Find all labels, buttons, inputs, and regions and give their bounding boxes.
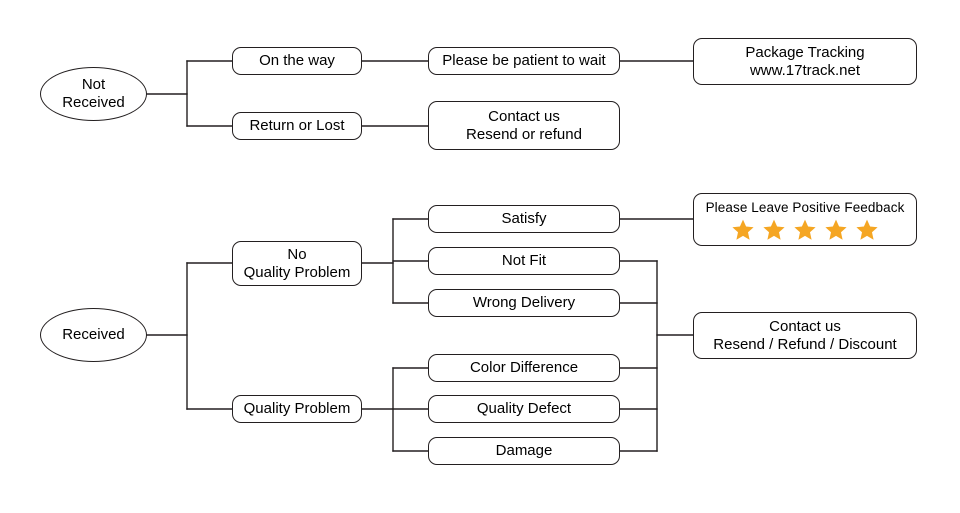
star-icon bbox=[825, 219, 847, 240]
node-wrong-delivery-label: Wrong Delivery bbox=[472, 294, 576, 312]
node-return-or-lost[interactable]: Return or Lost bbox=[232, 112, 362, 140]
star-rating[interactable] bbox=[731, 218, 879, 242]
node-package-tracking[interactable]: Package Tracking www.17track.net bbox=[693, 38, 917, 85]
node-contact-resend-refund-discount[interactable]: Contact us Resend / Refund / Discount bbox=[693, 312, 917, 359]
node-color-difference-label: Color Difference bbox=[469, 359, 579, 377]
node-package-tracking-line1: Package Tracking bbox=[745, 43, 865, 61]
node-contact-resend-refund-line2: Resend or refund bbox=[466, 125, 582, 143]
node-satisfy[interactable]: Satisfy bbox=[428, 205, 620, 233]
node-damage[interactable]: Damage bbox=[428, 437, 620, 465]
node-wrong-delivery[interactable]: Wrong Delivery bbox=[428, 289, 620, 317]
node-please-be-patient-label: Please be patient to wait bbox=[442, 52, 606, 70]
node-not-fit[interactable]: Not Fit bbox=[428, 247, 620, 275]
node-on-the-way[interactable]: On the way bbox=[232, 47, 362, 75]
node-contact-discount-line2: Resend / Refund / Discount bbox=[713, 335, 897, 353]
node-not-received-line1: Not bbox=[81, 76, 106, 94]
node-not-received-line2: Received bbox=[62, 94, 125, 111]
star-icon bbox=[763, 219, 785, 240]
node-quality-defect[interactable]: Quality Defect bbox=[428, 395, 620, 423]
node-color-difference[interactable]: Color Difference bbox=[428, 354, 620, 382]
node-satisfy-label: Satisfy bbox=[501, 210, 547, 228]
node-damage-label: Damage bbox=[495, 442, 553, 460]
node-positive-feedback-label: Please Leave Positive Feedback bbox=[705, 200, 905, 215]
node-quality-problem[interactable]: Quality Problem bbox=[232, 395, 362, 423]
star-icon bbox=[732, 219, 754, 240]
node-contact-resend-refund-line1: Contact us bbox=[488, 107, 560, 125]
node-contact-discount-line1: Contact us bbox=[769, 317, 841, 335]
node-no-quality-problem-line2: Quality Problem bbox=[243, 263, 351, 281]
node-received-label: Received bbox=[62, 326, 125, 344]
node-quality-problem-label: Quality Problem bbox=[243, 400, 351, 418]
node-received[interactable]: Received bbox=[40, 308, 147, 362]
node-package-tracking-url: www.17track.net bbox=[749, 61, 861, 79]
node-on-the-way-label: On the way bbox=[259, 52, 335, 70]
star-icon bbox=[856, 219, 878, 240]
node-not-fit-label: Not Fit bbox=[501, 252, 547, 270]
node-quality-defect-label: Quality Defect bbox=[476, 400, 572, 418]
node-return-or-lost-label: Return or Lost bbox=[249, 117, 345, 135]
node-no-quality-problem-line1: No bbox=[287, 245, 307, 263]
node-not-received[interactable]: Not Received bbox=[40, 67, 147, 121]
star-icon bbox=[794, 219, 816, 240]
node-no-quality-problem[interactable]: No Quality Problem bbox=[232, 241, 362, 286]
node-contact-resend-refund[interactable]: Contact us Resend or refund bbox=[428, 101, 620, 150]
node-please-be-patient[interactable]: Please be patient to wait bbox=[428, 47, 620, 75]
node-positive-feedback[interactable]: Please Leave Positive Feedback bbox=[693, 193, 917, 246]
